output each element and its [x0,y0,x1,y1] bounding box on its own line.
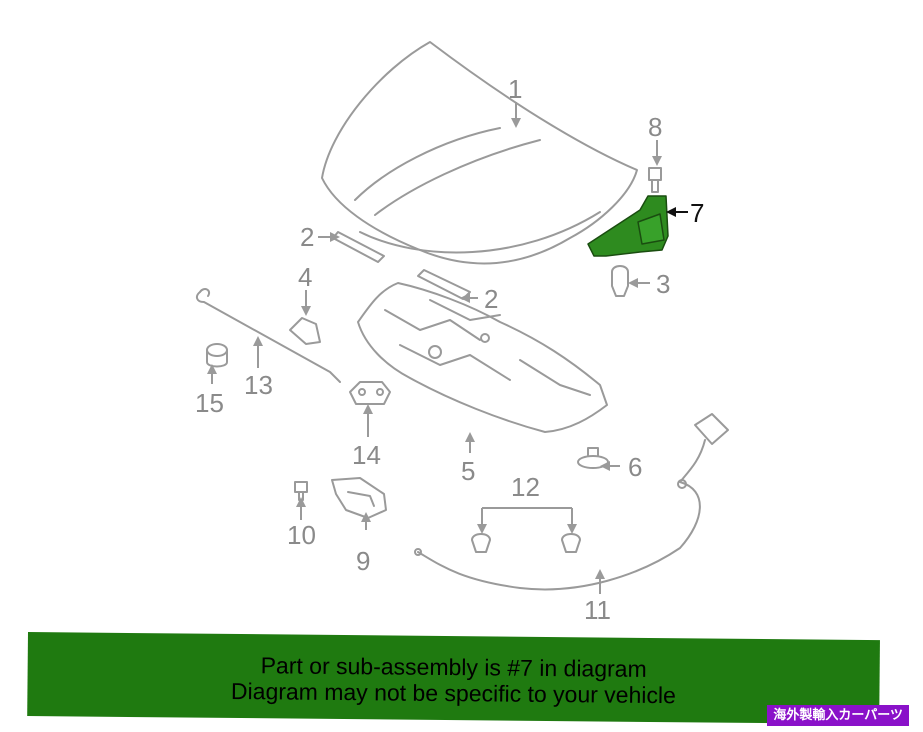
prop-rod-hook [199,288,210,297]
latch-part [331,477,387,519]
callout-6: 6 [628,452,643,482]
callout-7: 7 [690,198,705,228]
seal-strip-lower [417,269,471,300]
insulator-rib-1 [384,309,481,341]
callout-1: 1 [508,74,523,104]
callout-8: 8 [648,112,663,142]
hood-part [321,41,638,265]
cable-end [414,548,422,556]
bracket-part [289,317,321,345]
callout-15: 15 [195,388,224,418]
callout-2-upper: 2 [300,222,315,252]
callout-9: 9 [356,546,371,576]
insulator-rib-4 [519,359,591,396]
banner-line-2: Diagram may not be specific to your vehi… [230,677,676,709]
cable-clip-left [471,533,491,553]
grommet-body [206,349,228,368]
release-handle-part [694,413,729,445]
hood-front-edge [359,211,601,254]
cable-clip-right [561,533,581,553]
callout-2-lower: 2 [484,284,499,314]
callout-12: 12 [511,472,540,502]
clip-stem [587,447,599,457]
striker-bolt-2 [376,388,384,396]
watermark-badge: 海外製輸入カーパーツ [767,705,909,726]
latch-detail [347,491,375,507]
callout-4: 4 [298,262,313,292]
cable-mid-clip [677,479,687,489]
hood-hinge-part [587,195,669,257]
callout-5: 5 [461,456,476,486]
seal-strip-upper [332,231,385,263]
insulator-hole-2 [480,333,490,343]
info-banner: Part or sub-assembly is #7 in diagram Di… [27,632,880,725]
callout-11: 11 [584,595,611,625]
hood-insulator-part [357,282,608,433]
callout-14: 14 [352,440,381,470]
prop-rod-part [195,291,341,383]
grommet-part [206,343,228,357]
hood-bumper-part [611,265,629,297]
callout-10: 10 [287,520,316,550]
insulator-hole [428,345,442,359]
bolt-part [648,167,662,193]
hood-crease-line-2 [374,139,541,216]
insulator-rib-3 [429,299,501,321]
hood-crease-line [354,127,501,201]
callout-13: 13 [244,370,273,400]
striker-bolt [358,388,366,396]
insulator-rib-2 [399,344,511,381]
striker-part [349,381,391,405]
callout-3: 3 [656,269,671,299]
